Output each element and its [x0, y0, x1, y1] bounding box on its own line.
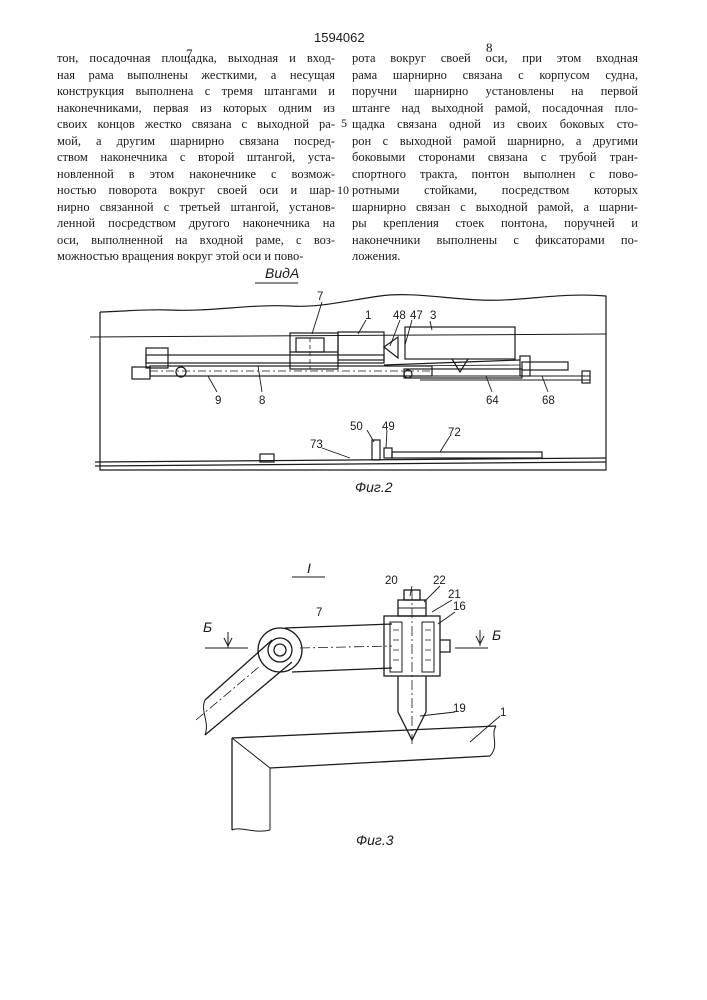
fig3-cut-label-right: Б [492, 627, 501, 643]
beam-1-break-bottom [232, 829, 270, 831]
rod-68 [522, 362, 568, 370]
arm-axis [196, 666, 260, 720]
fig3-label-22: 22 [433, 575, 446, 587]
beam-1-inner-edge [232, 738, 270, 830]
rod-64 [404, 369, 522, 378]
rod-7-top [285, 624, 392, 628]
fig2-label-47: 47 [410, 310, 423, 322]
fig3-caption: Фиг.3 [356, 832, 394, 848]
beam-1-inner-top [270, 756, 490, 768]
bottom-rail-73 [95, 458, 606, 462]
fig2-view-label: ВидА [265, 265, 299, 281]
fig3-label-16: 16 [453, 601, 466, 613]
hinge-eye-pin [274, 644, 286, 656]
fig2-label-72: 72 [448, 427, 461, 439]
link-48-47-lower [390, 365, 520, 366]
fig2-label-64: 64 [486, 395, 499, 407]
fig2-top-beam [90, 334, 606, 337]
part-3 [405, 327, 515, 359]
part-1-hinge [384, 337, 398, 358]
fig2-label-7: 7 [317, 291, 323, 303]
fig3-label-19: 19 [453, 703, 466, 715]
part-1 [338, 332, 384, 360]
rod-72 [392, 452, 542, 458]
fig2-label-50: 50 [350, 421, 363, 433]
fig3-label-21: 21 [448, 589, 461, 601]
fig2-frame-outline [100, 295, 606, 470]
hinge-eye-outer [258, 628, 302, 672]
end-cap-left [132, 367, 150, 379]
fig2-label-8: 8 [259, 395, 265, 407]
fig2-label-1: 1 [365, 310, 371, 322]
fig2-label-73: 73 [310, 439, 323, 451]
figure-2: ВидА [90, 265, 606, 470]
arm-lower-edge [205, 662, 292, 735]
arm-upper-edge [205, 640, 272, 700]
fig3-label-7: 7 [316, 607, 322, 619]
beam-1-break-right [490, 726, 496, 756]
bushing-left-hatch [393, 630, 399, 660]
fig3-section-label: I [307, 560, 311, 576]
fig2-label-3: 3 [430, 310, 436, 322]
fixator-stub [440, 640, 450, 652]
bushing-right [422, 622, 434, 672]
fig3-cut-label-left: Б [203, 619, 212, 635]
rail-end-cap [582, 371, 590, 383]
bottom-rail-73-b [95, 462, 606, 466]
coupling-49 [384, 448, 392, 458]
fig3-labels: 7 20 22 21 16 19 1 Б Б Фиг.3 [203, 575, 506, 848]
fig2-caption: Фиг.2 [355, 479, 393, 495]
rod-7-axis [300, 646, 392, 648]
arm-break-line [204, 700, 207, 735]
fig3-label-20: 20 [385, 575, 398, 587]
hinge-eye-inner [268, 638, 292, 662]
fig2-label-49: 49 [382, 421, 395, 433]
coupling-50 [372, 440, 380, 460]
rod-7-bottom [292, 668, 392, 672]
fig2-label-48: 48 [393, 310, 406, 322]
link-48-47 [384, 360, 520, 365]
end-fitting-left [146, 348, 168, 368]
beam-1-top [232, 726, 496, 738]
fig2-label-68: 68 [542, 395, 555, 407]
fig2-label-9: 9 [215, 395, 221, 407]
bar-8 [146, 355, 384, 363]
bushing-left [390, 622, 402, 672]
bushing-right-hatch [425, 630, 431, 660]
fig3-label-1: 1 [500, 707, 506, 719]
